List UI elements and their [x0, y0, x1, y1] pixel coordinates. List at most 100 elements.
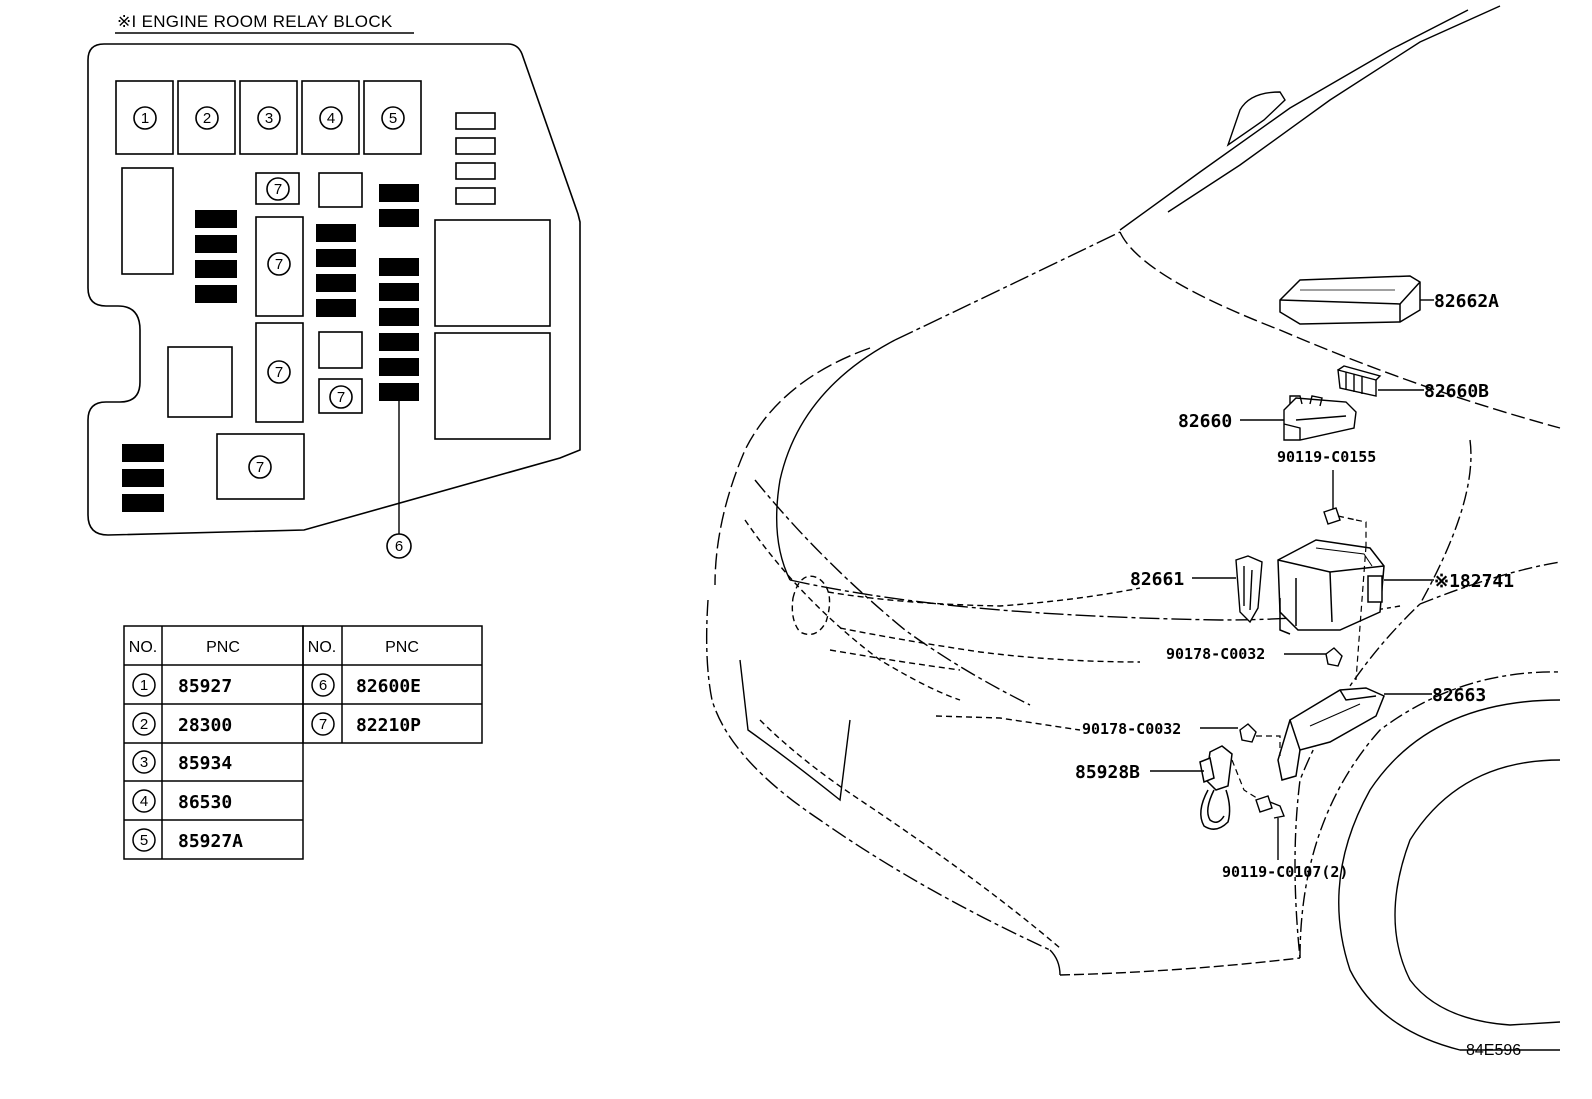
relay-block-inset: ※I ENGINE ROOM RELAY BLOCK 1 2 3 4 5 — [87, 12, 581, 559]
svg-text:86530: 86530 — [178, 792, 232, 813]
relay-slot-7d — [318, 378, 363, 414]
svg-text:85934: 85934 — [178, 753, 232, 774]
fuse — [195, 210, 237, 228]
headlight-upper — [754, 479, 1031, 706]
square-slot-mid-a — [318, 172, 363, 208]
dashed-guide — [1355, 545, 1367, 681]
tire-inner — [1394, 759, 1561, 1026]
svg-text:82210P: 82210P — [356, 715, 421, 736]
svg-text:7: 7 — [275, 256, 283, 273]
svg-text:7: 7 — [275, 364, 283, 381]
fender-front — [1294, 439, 1472, 959]
fuse — [379, 358, 419, 376]
label-90119-c0107: 90119-C0107(2) — [1222, 863, 1348, 881]
hood-leading-edge — [775, 339, 896, 581]
label-85928b: 85928B — [1075, 762, 1140, 783]
dashed-guide — [1256, 735, 1281, 756]
bumper-lower — [759, 719, 1061, 949]
fuse — [195, 285, 237, 303]
windshield-line-inner — [1167, 5, 1501, 213]
fuse — [122, 494, 164, 512]
callout-7: 7 — [329, 385, 353, 409]
table-row: 4 86530 — [132, 789, 232, 813]
table-header-no: NO. — [129, 639, 157, 656]
fuse — [195, 260, 237, 278]
table-right-frame — [302, 625, 483, 744]
svg-text:3: 3 — [140, 754, 148, 771]
bolt-90119-c0107 — [1255, 795, 1285, 819]
table-header-no: NO. — [308, 639, 336, 656]
svg-text:3: 3 — [265, 110, 273, 127]
part-82663-bracket — [1277, 687, 1385, 781]
fuse — [379, 383, 419, 401]
callout-5: 5 — [381, 106, 405, 130]
headlight-lower — [744, 519, 961, 701]
relay-slot-7b — [255, 216, 304, 317]
front-skirt — [1049, 949, 1061, 976]
grommet-a — [1325, 647, 1343, 667]
svg-text:2: 2 — [203, 110, 211, 127]
label-82660b: 82660B — [1424, 381, 1489, 402]
fuse — [122, 469, 164, 487]
callout-1: 1 — [133, 106, 157, 130]
fuse-group — [122, 184, 419, 512]
callout-6: 6 — [386, 533, 412, 559]
relay-slot-3 — [239, 80, 298, 155]
fender-line — [1419, 561, 1561, 605]
svg-text:2: 2 — [140, 716, 148, 733]
table-header-pnc: PNC — [206, 639, 240, 656]
svg-text:85927A: 85927A — [178, 831, 243, 852]
bolt-90119-c0155 — [1323, 507, 1357, 525]
tall-slot-left — [121, 167, 174, 275]
callout-2: 2 — [195, 106, 219, 130]
part-85928b-harness — [1199, 745, 1233, 830]
fuse — [379, 184, 419, 202]
fuse — [195, 235, 237, 253]
grommet-b — [1239, 723, 1257, 743]
part-82660-block — [1283, 395, 1357, 441]
table-row: 6 82600E — [311, 673, 421, 697]
svg-text:5: 5 — [389, 110, 397, 127]
label-82741: ※182741 — [1434, 571, 1514, 592]
svg-text:7: 7 — [256, 459, 264, 476]
figure-code: 84E596 — [1466, 1042, 1521, 1059]
large-slot-upper — [434, 219, 551, 327]
label-82663: 82663 — [1432, 685, 1486, 706]
callout-7: 7 — [267, 252, 291, 276]
callout-3: 3 — [257, 106, 281, 130]
fuse — [379, 283, 419, 301]
relay-block-title: ※I ENGINE ROOM RELAY BLOCK — [117, 12, 393, 31]
square-slot-left — [167, 346, 233, 418]
svg-text:5: 5 — [140, 832, 148, 849]
svg-text:4: 4 — [327, 110, 335, 127]
dashed-guide — [1355, 519, 1367, 546]
bumper-outline — [739, 659, 851, 802]
svg-text:85927: 85927 — [178, 676, 232, 697]
fuse — [379, 209, 419, 227]
svg-text:6: 6 — [319, 677, 327, 694]
fuse — [316, 299, 356, 317]
grille-line — [839, 627, 1141, 663]
hood-outer-edge — [714, 347, 871, 586]
emblem — [791, 575, 831, 636]
relay-slot-7c — [255, 322, 304, 423]
square-slot-mid-b — [318, 331, 363, 369]
large-slot-lower — [434, 332, 551, 440]
hood-top-line — [894, 231, 1121, 341]
tire-outer — [1338, 699, 1561, 1051]
table-row: 2 28300 — [132, 712, 232, 736]
svg-text:6: 6 — [395, 538, 403, 555]
fuse — [379, 333, 419, 351]
small-slot — [455, 162, 496, 180]
callout-7: 7 — [267, 360, 291, 384]
mirror — [1226, 91, 1286, 147]
vehicle-outline — [705, 5, 1561, 1051]
table-row: 3 85934 — [132, 750, 232, 774]
wheel-arch — [1299, 671, 1561, 959]
svg-text:28300: 28300 — [178, 715, 232, 736]
fuse — [316, 224, 356, 242]
bumper-upper — [705, 599, 1051, 951]
bumper-bottom — [1059, 957, 1301, 976]
svg-text:82600E: 82600E — [356, 676, 421, 697]
